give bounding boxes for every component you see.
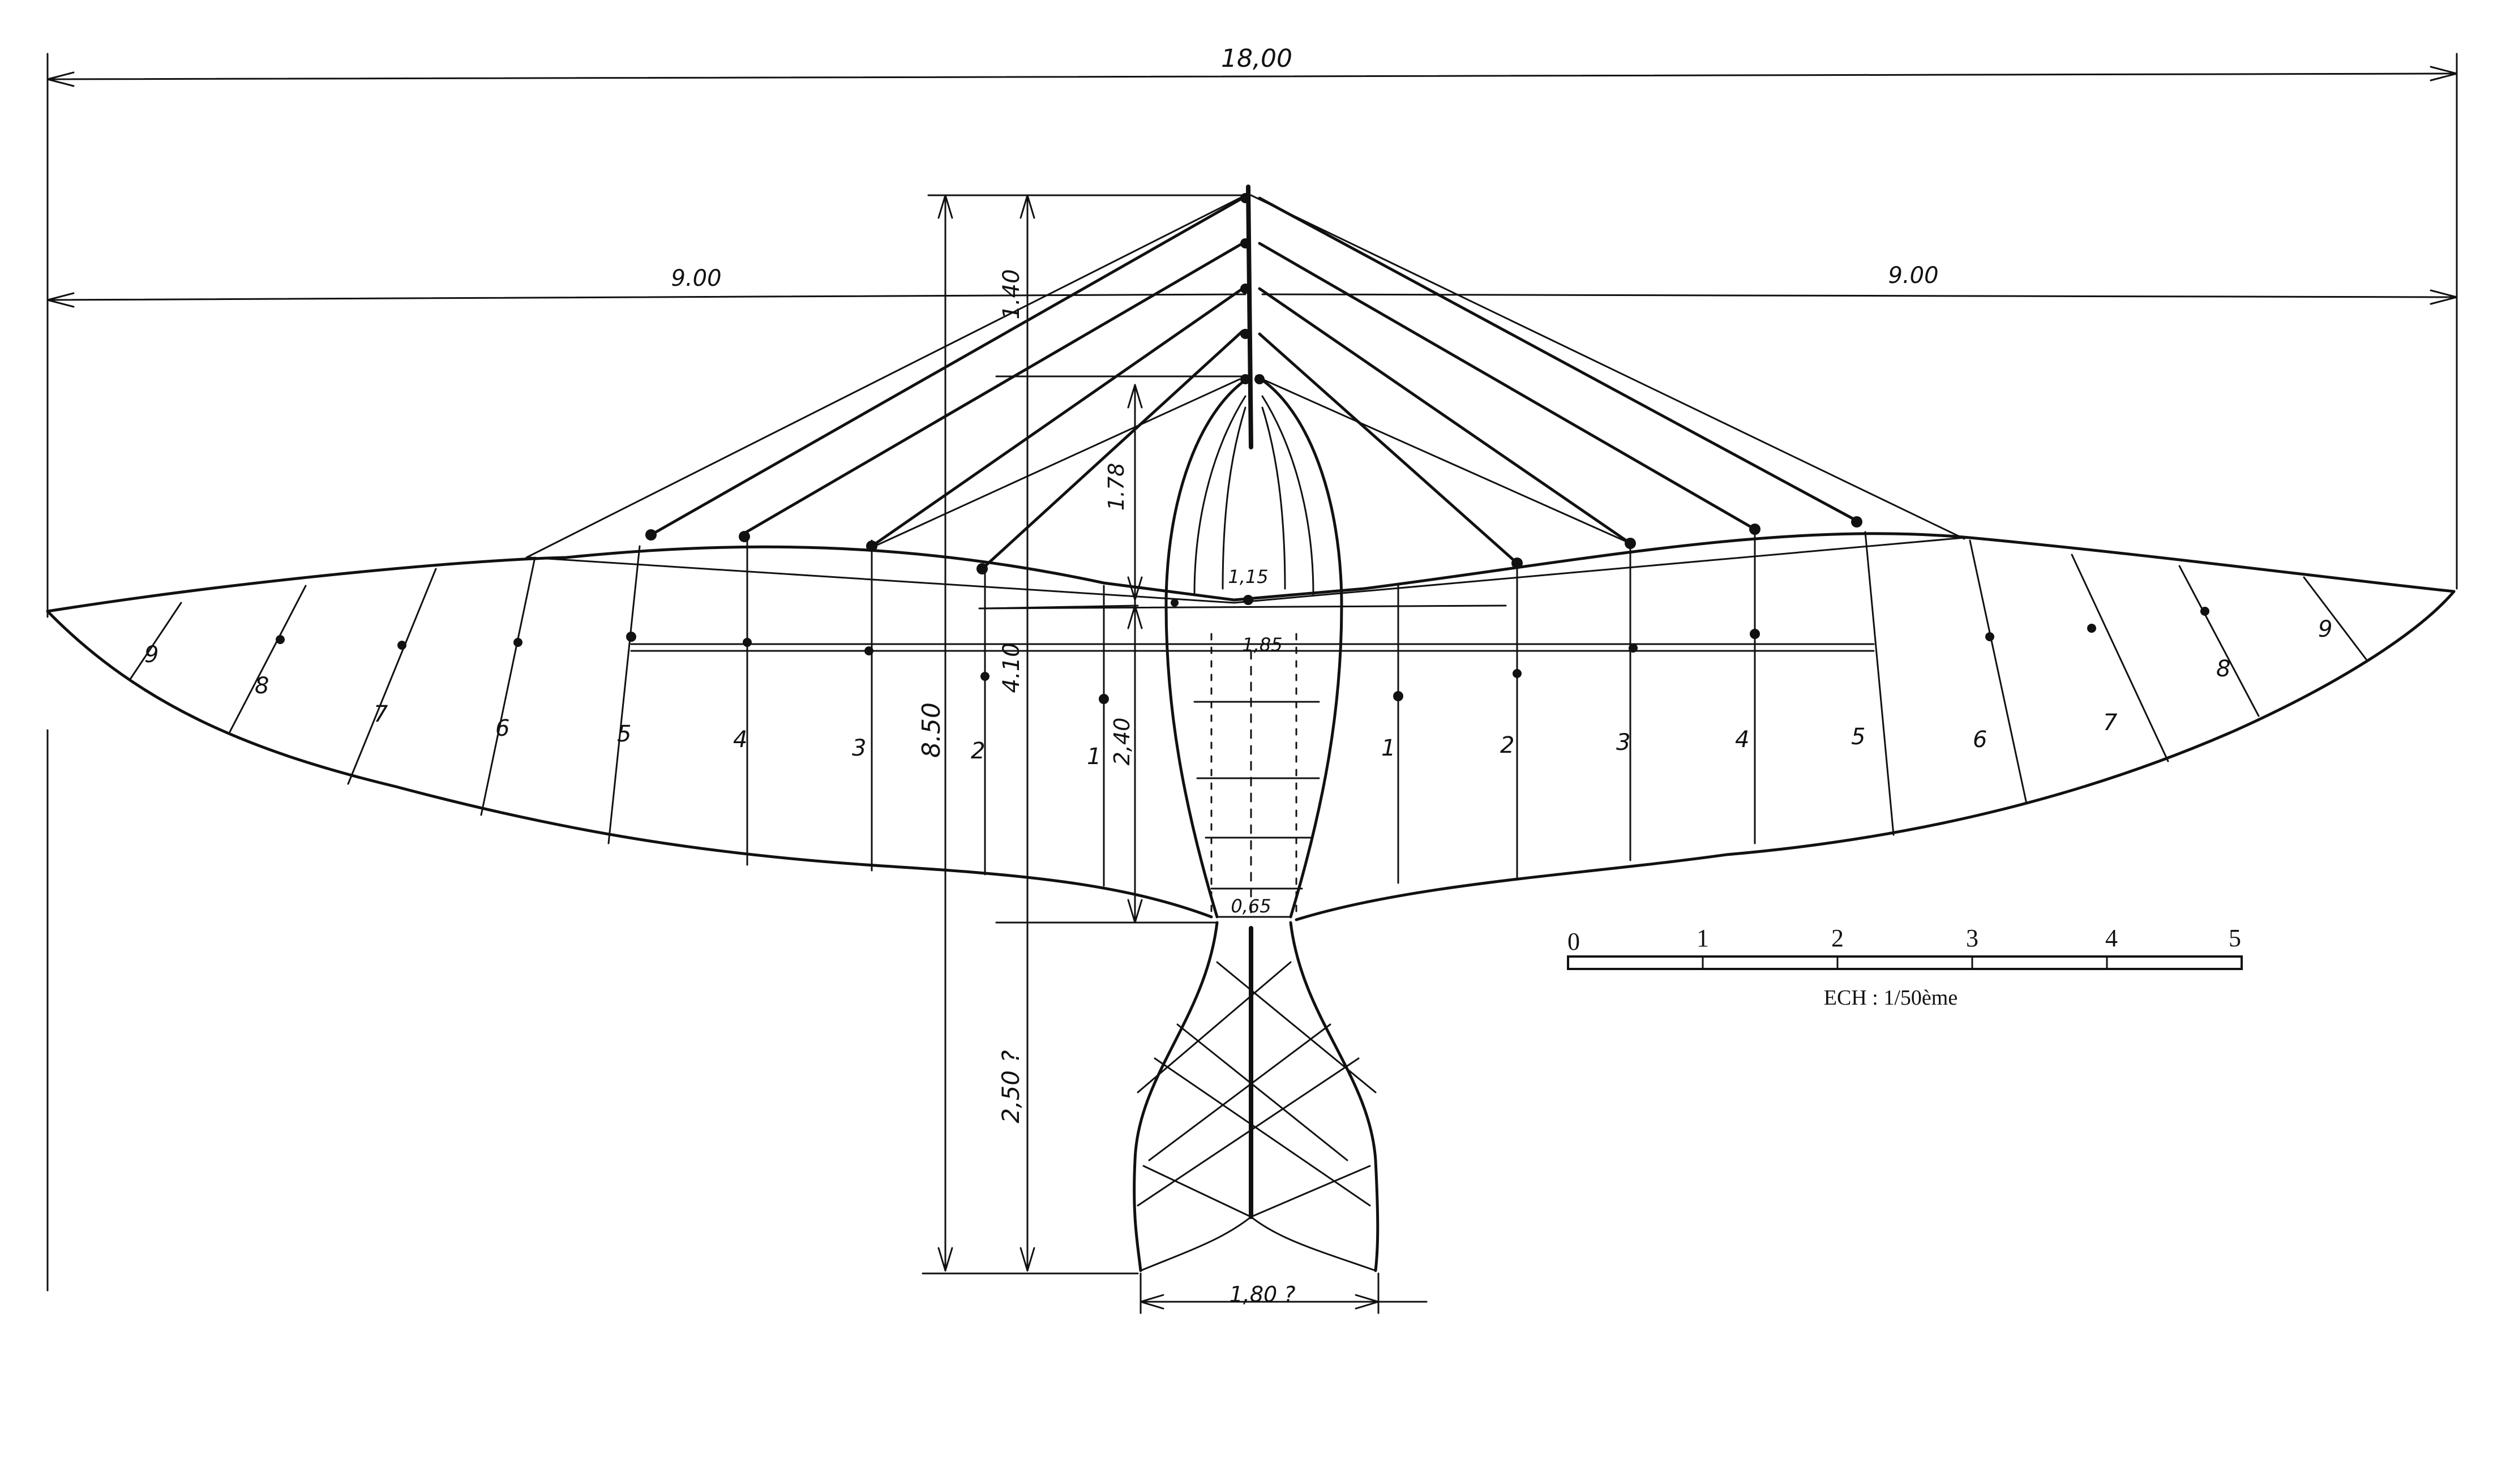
- tail: [1133, 921, 1380, 1272]
- nose-length-label: 1.40: [999, 269, 1025, 319]
- rib-label: 5: [617, 721, 631, 747]
- scale-tick-label: 0: [1567, 928, 1580, 955]
- tail-width-label: 1,80 ?: [1230, 1282, 1296, 1307]
- half-span-dimensions: 9.00 9.00: [46, 263, 2458, 308]
- scale-bar: 0 1 2 3 4 5 ECH : 1/50ème: [1567, 924, 2243, 1010]
- total-length-label: 8.50: [917, 702, 946, 758]
- tail-length-label: 2,50 ?: [997, 1050, 1025, 1123]
- rib-label: 1: [1381, 735, 1395, 761]
- rib-label: 2: [971, 738, 985, 764]
- rib-labels-left: 9 8 7 6 5 4 3 2 1: [144, 642, 1101, 770]
- rib-label: 3: [1616, 730, 1630, 756]
- wing-leading-edge: [46, 532, 2456, 613]
- scale-tick-label: 4: [2105, 924, 2118, 952]
- wing-ribs: [129, 525, 2367, 887]
- rib-label: 9: [144, 642, 159, 668]
- wing-chord-label: 4.10: [999, 642, 1025, 693]
- rib-label: 7: [374, 701, 388, 727]
- spar-width-label: 1,85: [1242, 634, 1282, 655]
- rib-label: 6: [1973, 727, 1987, 753]
- rib-label: 4: [1735, 727, 1749, 753]
- scale-tick-label: 3: [1966, 924, 1978, 952]
- rib-label: 2: [1500, 732, 1514, 758]
- wing-trailing-edge-right: [1295, 590, 2456, 921]
- fore-body-label: 1.78: [1104, 463, 1129, 511]
- longitudinal-dimensions: 8.50 1.40 4.10 2,50 ? 1.78 2,40 1,15 1,8…: [917, 194, 1428, 1314]
- center-chord-label: 2,40: [1110, 718, 1134, 766]
- half-span-right-label: 9.00: [1888, 263, 1938, 289]
- scale-caption: ECH : 1/50ème: [1824, 986, 1957, 1010]
- wing: [46, 532, 2456, 921]
- wing-trailing-edge-left: [46, 610, 1213, 919]
- rib-label: 3: [852, 735, 866, 761]
- rib-label: 6: [495, 715, 509, 741]
- rib-label: 9: [2318, 616, 2332, 642]
- overall-span-label: 18,00: [1221, 44, 1292, 73]
- scale-tick-label: 5: [2229, 924, 2241, 952]
- rib-label: 8: [255, 673, 269, 699]
- bracing-wires: [276, 185, 2209, 704]
- rib-label: 5: [1851, 724, 1865, 750]
- rib-label: 4: [733, 727, 747, 753]
- overall-span-dimension: 18,00: [46, 44, 2458, 1292]
- waist-width-label: 0,65: [1231, 895, 1271, 917]
- rib-labels-right: 1 2 3 4 5 6 7 8 9: [1381, 616, 2332, 761]
- scale-tick-label: 1: [1697, 924, 1709, 952]
- rib-label: 1: [1087, 744, 1101, 770]
- rib-label: 7: [2103, 710, 2118, 736]
- fuselage: [1164, 375, 1343, 919]
- rib-label: 8: [2216, 656, 2230, 682]
- body-width-front-label: 1,15: [1228, 566, 1268, 587]
- half-span-left-label: 9.00: [671, 265, 721, 291]
- scale-tick-label: 2: [1831, 924, 1844, 952]
